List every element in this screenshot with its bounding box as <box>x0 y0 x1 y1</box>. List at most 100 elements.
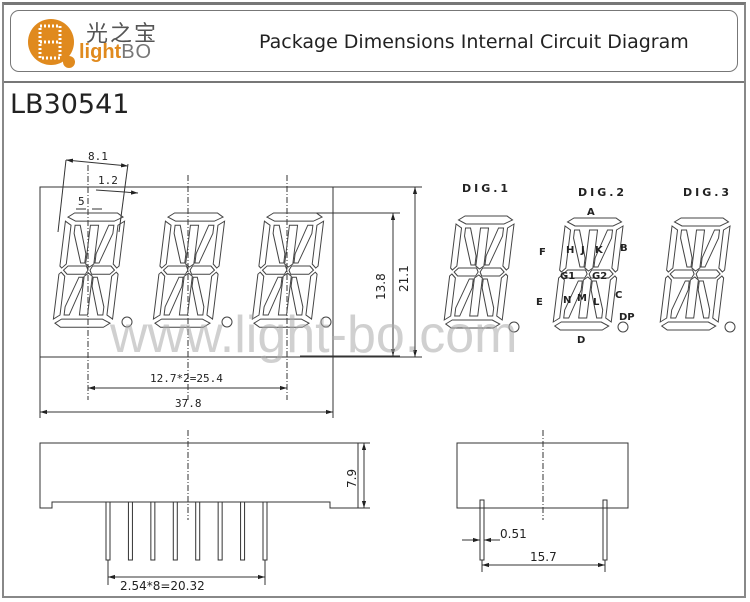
decimal-point <box>221 316 233 328</box>
seg-label-g1: G1 <box>560 271 575 282</box>
segment <box>62 265 89 275</box>
segment <box>718 225 731 273</box>
segment <box>464 227 477 266</box>
logo-chinese-text: 光之宝 <box>86 22 159 47</box>
segment <box>293 224 314 264</box>
segment <box>502 223 515 271</box>
seg-label-m: M <box>577 293 587 304</box>
segment <box>66 212 125 222</box>
pin <box>217 501 223 561</box>
segment <box>697 280 711 319</box>
segment <box>73 224 87 264</box>
decimal-point <box>617 321 629 333</box>
segment <box>450 223 463 271</box>
segment <box>63 276 84 316</box>
dim-pitch: 12.7*2=25.4 <box>150 372 223 385</box>
dim-5: 5 <box>78 195 85 208</box>
dim-21-1: 21.1 <box>397 265 411 292</box>
segment <box>178 272 193 316</box>
pin <box>105 501 111 561</box>
segment <box>212 220 226 269</box>
seg-label-b: B <box>620 243 628 254</box>
segment <box>695 269 721 279</box>
seg-label-dp: DP <box>619 312 635 323</box>
segment <box>191 276 205 316</box>
segment <box>552 275 565 323</box>
dim-15-7: 15.7 <box>530 550 557 564</box>
segment <box>284 224 299 268</box>
segment <box>469 274 483 317</box>
segment <box>553 321 610 331</box>
segment <box>475 227 490 270</box>
header-banner: 光之宝 lightBO Package Dimensions Internal … <box>10 10 738 72</box>
segment <box>59 220 72 269</box>
segment <box>700 229 721 268</box>
segment <box>691 229 706 272</box>
pin <box>195 501 201 561</box>
segment <box>573 229 586 268</box>
segment <box>593 229 614 268</box>
front-digit-3 <box>251 212 325 328</box>
circuit-digit-2 <box>552 217 624 331</box>
segment <box>590 280 604 319</box>
segment <box>265 212 324 222</box>
segment <box>163 276 184 316</box>
dig-2-label: DIG.2 <box>578 186 627 199</box>
pin <box>240 501 246 561</box>
segment <box>443 273 456 321</box>
decimal-point <box>121 316 133 328</box>
seg-label-a: A <box>587 207 595 218</box>
seg-label-d: D <box>577 335 585 346</box>
segment <box>669 269 695 279</box>
decimal-point <box>320 316 332 328</box>
lightbo-logo <box>28 19 75 68</box>
segment <box>89 265 116 275</box>
segment <box>112 220 126 269</box>
segment <box>666 225 679 273</box>
segment <box>588 269 614 279</box>
segment <box>258 220 271 269</box>
segment <box>457 215 514 225</box>
segment <box>479 267 505 277</box>
segment <box>584 229 599 272</box>
segment <box>578 276 592 319</box>
segment <box>106 271 119 321</box>
segment <box>261 265 288 275</box>
dim-8-1: 8.1 <box>88 150 108 163</box>
dim-1-2: 1.2 <box>98 174 118 187</box>
segment <box>206 271 219 321</box>
segment <box>311 220 325 269</box>
seg-label-e: E <box>536 297 543 308</box>
segment <box>454 278 474 317</box>
segment <box>605 275 618 323</box>
seg-label-l: L <box>593 297 600 308</box>
header-divider <box>4 81 744 83</box>
segment <box>262 276 283 316</box>
dim-0-51: 0.51 <box>500 527 527 541</box>
segment <box>659 275 672 323</box>
segment <box>166 212 225 222</box>
segment <box>288 265 315 275</box>
pin <box>172 501 178 561</box>
segment <box>272 224 286 264</box>
logo-brand-light: light <box>79 41 122 63</box>
segment <box>78 272 93 316</box>
segment <box>444 319 501 329</box>
segment <box>253 318 311 328</box>
segment <box>453 267 479 277</box>
dim-7-9: 7.9 <box>345 469 359 488</box>
seg-label-j: J <box>580 245 585 256</box>
segment <box>611 225 624 273</box>
pin <box>262 501 268 561</box>
page-title: Package Dimensions Internal Circuit Diag… <box>259 31 689 53</box>
decimal-point <box>508 321 520 333</box>
segment <box>162 265 189 275</box>
front-digit-2 <box>152 212 226 328</box>
segment <box>52 271 66 321</box>
segment <box>562 269 588 279</box>
segment <box>496 273 509 321</box>
segment <box>680 229 693 268</box>
segment <box>54 318 112 328</box>
